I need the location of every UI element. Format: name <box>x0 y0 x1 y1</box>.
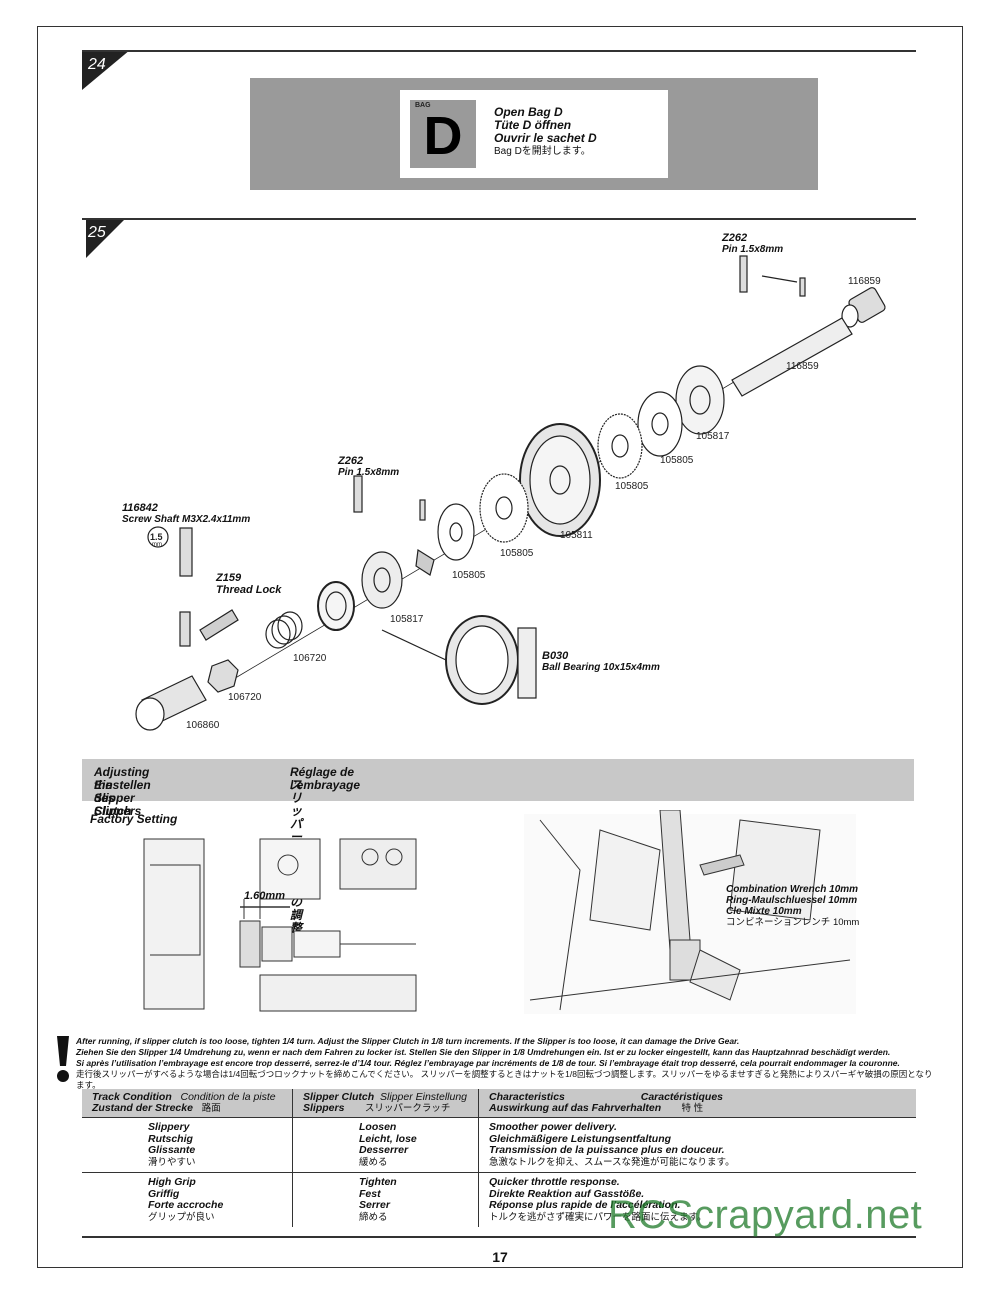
bag-line-jp: Bag Dを開封します。 <box>494 146 591 157</box>
step-tab-24 <box>82 50 130 90</box>
watermark: RCScrapyard.net <box>608 1193 923 1237</box>
bag-icon: BAG D <box>410 100 476 168</box>
page-number: 17 <box>492 1249 508 1265</box>
slipper-gap-label: 1.60mm <box>244 890 285 902</box>
bag-instructions: Open Bag D Tüte D öffnen Ouvrir le sache… <box>494 106 597 158</box>
part-number-116859-bearing: 116859 <box>848 276 881 287</box>
factory-setting-illustration <box>143 838 417 1012</box>
part-number-106860: 106860 <box>186 720 220 731</box>
step-rule-24 <box>82 50 916 52</box>
slipper-notes: After running, if slipper clutch is too … <box>76 1036 936 1091</box>
note-jp: 走行後スリッパーがすべるような場合は1/4回転づつロックナットを締めこんでくださ… <box>76 1069 933 1090</box>
bag-line-de: Tüte D öffnen <box>494 118 572 132</box>
step-tab-25 <box>86 218 126 258</box>
part-number-106720-spring: 106720 <box>293 653 327 664</box>
page-frame <box>37 26 963 1268</box>
exploded-diagram <box>135 255 886 731</box>
bag-line-en: Open Bag D <box>494 105 563 119</box>
wrench-illustration <box>524 810 856 1014</box>
hex-unit-label: mm <box>152 542 162 548</box>
part-number-105817-hub: 105817 <box>390 614 424 625</box>
step-rule-25 <box>82 218 916 220</box>
table-header-track: Track Condition Condition de la piste Zu… <box>82 1089 293 1118</box>
warning-exclamation-icon <box>57 1036 69 1082</box>
bag-card: BAG D Open Bag D Tüte D öffnen Ouvrir le… <box>400 90 668 178</box>
step-number-25: 25 <box>88 224 106 241</box>
factory-setting-label: Factory Setting <box>90 812 178 826</box>
table-header-characteristics: Characteristics Caractéristiques Auswirk… <box>478 1089 916 1118</box>
part-number-105805-a: 105805 <box>660 455 694 466</box>
part-number-105811: 105811 <box>560 530 593 541</box>
note-de: Ziehen Sie den Slipper 1/4 Umdrehung zu,… <box>76 1047 891 1057</box>
bag-letter: D <box>423 106 463 166</box>
bag-line-fr: Ouvrir le sachet D <box>494 131 597 145</box>
part-number-106720-nut: 106720 <box>228 692 262 703</box>
part-number-105805-b: 105805 <box>615 481 649 492</box>
bag-panel: BAG D Open Bag D Tüte D öffnen Ouvrir le… <box>250 78 818 190</box>
table-cell-characteristics-quicker: Quicker throttle response.Direkte Reakti… <box>478 1172 916 1227</box>
note-en: After running, if slipper clutch is too … <box>76 1036 740 1046</box>
part-number-105805-d: 105805 <box>452 570 486 581</box>
bag-small-label: BAG <box>415 102 431 109</box>
slipper-settings-table: Track Condition Condition de la piste Zu… <box>82 1089 916 1227</box>
part-number-105817-plate: 105817 <box>696 431 730 442</box>
table-header-row: Track Condition Condition de la piste Zu… <box>82 1089 916 1118</box>
part-number-105805-c: 105805 <box>500 548 534 559</box>
note-fr: Si après l’utilisation l’embrayage est e… <box>76 1058 900 1068</box>
table-cell-characteristics-smoother: Smoother power delivery.Gleichmäßigere L… <box>478 1117 916 1173</box>
table-bottom-rule <box>82 1236 916 1238</box>
table-header-slipper: Slipper Clutch Slipper Einstellung Slipp… <box>292 1089 479 1118</box>
step-number-24: 24 <box>88 56 106 73</box>
hex-size-label: 1.5 <box>150 532 163 542</box>
part-number-116859-shaft: 116859 <box>786 361 819 372</box>
